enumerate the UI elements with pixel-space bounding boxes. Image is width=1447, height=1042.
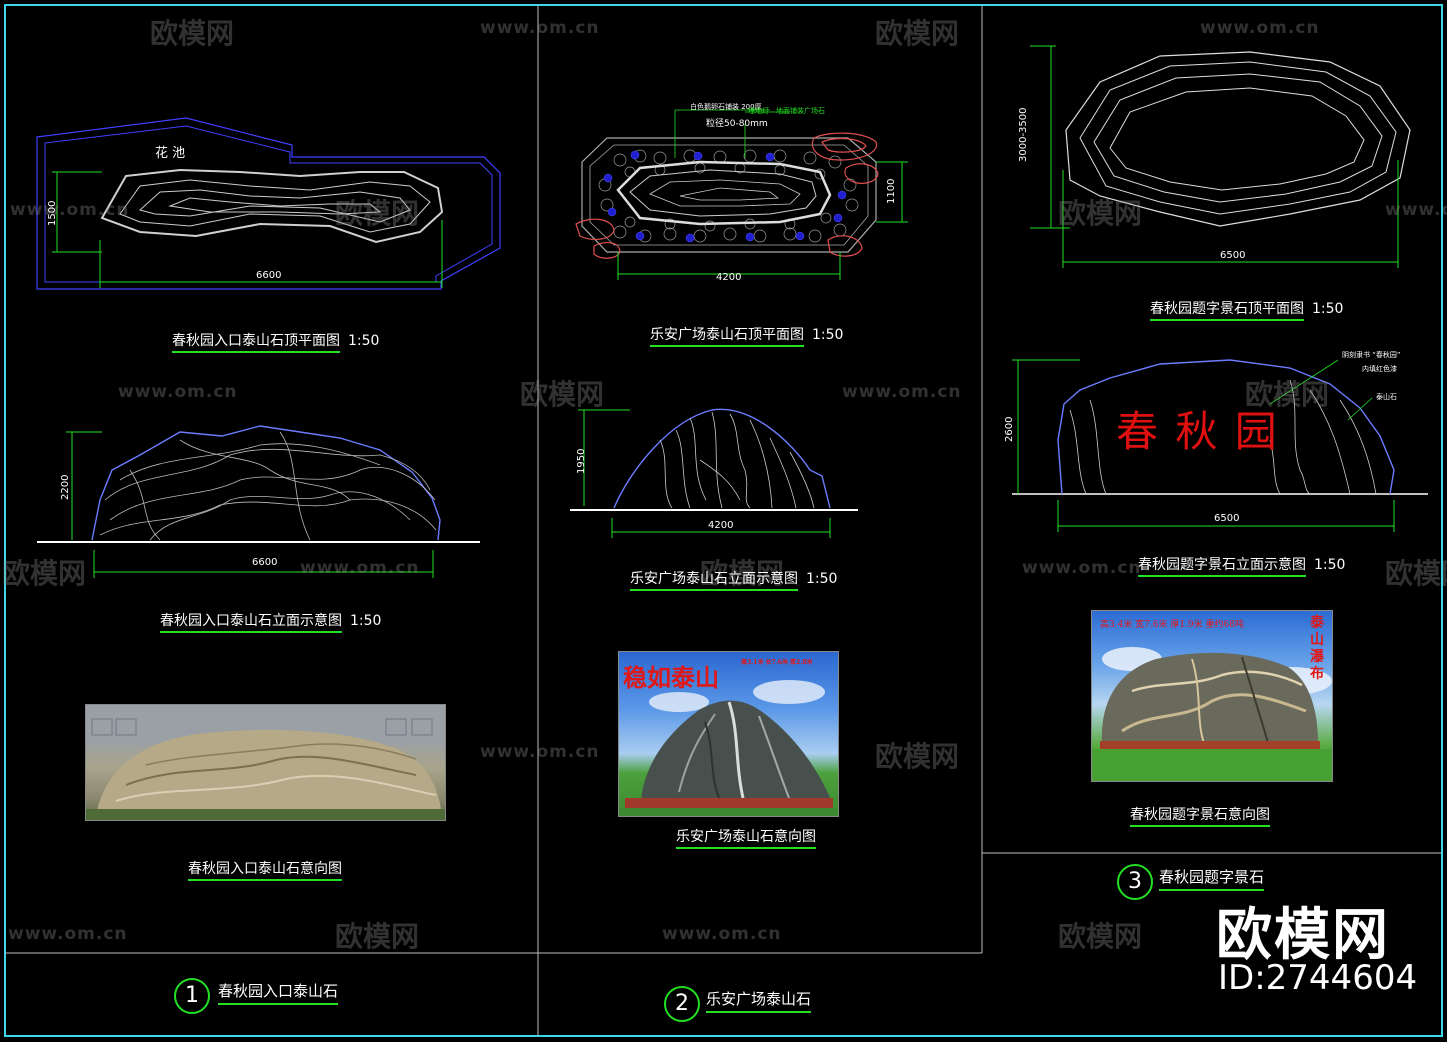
plan2-caption: 乐安广场泰山石顶平面图 1:50	[650, 324, 844, 347]
elev3-caption: 春秋园题字景石立面示意图 1:50	[1138, 554, 1346, 577]
plan2-note-paving: 地面铺装广场石	[776, 107, 825, 115]
plan-3	[1030, 45, 1411, 268]
plan2-note-size: 粒径50-80mm	[706, 119, 768, 129]
pool-label: 花 池	[155, 146, 186, 161]
elev3-dim-height: 2600	[1004, 416, 1015, 442]
elevation-3	[1012, 359, 1428, 532]
photo-1-texture	[86, 705, 445, 820]
section-1-label: 春秋园入口泰山石	[218, 980, 339, 1005]
section-2-label: 乐安广场泰山石	[706, 988, 812, 1013]
elev2-scale: 1:50	[806, 571, 838, 587]
plan3-dim-height: 3000-3500	[1018, 107, 1029, 162]
photo2-subcaption: 高3.1米 长7.6米 厚2.8米	[741, 659, 813, 666]
photo-1-rock	[85, 704, 446, 821]
photo2-caption: 稳如泰山	[623, 663, 719, 692]
photo1-caption: 春秋园入口泰山石意向图	[188, 858, 342, 881]
photo3-caption: 高3.4米 宽7.6米 厚1.9米 重约68吨	[1100, 620, 1244, 630]
photo3-title: 春秋园题字景石意向图	[1130, 807, 1270, 827]
brand-logo-text: 欧模网	[1216, 903, 1390, 968]
photo3-caption-line: 春秋园题字景石意向图	[1130, 804, 1270, 827]
photo1-title: 春秋园入口泰山石意向图	[188, 861, 342, 881]
photo-3-scene	[1092, 647, 1332, 781]
plan1-caption: 春秋园入口泰山石顶平面图 1:50	[172, 330, 380, 353]
plan3-scale: 1:50	[1312, 301, 1344, 317]
brand-id: ID:2744604	[1218, 958, 1418, 998]
elev3-note-stone: 泰山石	[1376, 393, 1397, 401]
elev3-dim-width: 6500	[1214, 513, 1240, 524]
plan1-title: 春秋园入口泰山石顶平面图	[172, 333, 340, 353]
sheet-border	[4, 4, 1443, 1037]
elev3-note-inscription: 阴刻隶书 “春秋园”	[1342, 351, 1401, 359]
plan1-dim-height: 1500	[47, 200, 58, 226]
photo-2-scene	[619, 680, 838, 816]
photo-3-rock: 高3.4米 宽7.6米 厚1.9米 重约68吨 泰山瀑布	[1091, 610, 1333, 782]
section-3-number: 3	[1117, 864, 1153, 900]
plan3-dim-width: 6500	[1220, 250, 1246, 261]
elev2-title: 乐安广场泰山石立面示意图	[630, 571, 798, 591]
elev1-title: 春秋园入口泰山石立面示意图	[160, 613, 342, 633]
plan2-scale: 1:50	[812, 327, 844, 343]
elev2-dim-height: 1950	[576, 448, 587, 474]
elev3-note-paint: 内填红色漆	[1362, 365, 1397, 373]
photo-2-rock: 稳如泰山 高3.1米 长7.6米 厚2.8米	[618, 651, 839, 817]
elev1-dim-height: 2200	[60, 474, 71, 500]
elev2-caption: 乐安广场泰山石立面示意图 1:50	[630, 568, 838, 591]
elevation-1	[37, 425, 480, 578]
plan2-note-light: 埋地灯	[748, 107, 769, 115]
plan-1	[36, 117, 501, 290]
section-1-number: 1	[174, 978, 210, 1014]
elev1-caption: 春秋园入口泰山石立面示意图 1:50	[160, 610, 382, 633]
elev3-title: 春秋园题字景石立面示意图	[1138, 557, 1306, 577]
elevation-2	[570, 408, 858, 538]
plan2-dim-width: 4200	[716, 272, 742, 283]
section-2-number: 2	[664, 986, 700, 1022]
plan2-title: 乐安广场泰山石顶平面图	[650, 327, 804, 347]
plan3-title: 春秋园题字景石顶平面图	[1150, 301, 1304, 321]
section-3-label: 春秋园题字景石	[1159, 866, 1265, 891]
elev3-scale: 1:50	[1314, 557, 1346, 573]
plan2-note-pebble: 白色鹅卵石铺装 200厚	[690, 103, 762, 111]
plan-2	[575, 109, 908, 280]
elev3-inscription: 春 秋 园	[1116, 407, 1279, 456]
photo2-title: 乐安广场泰山石意向图	[676, 829, 816, 849]
plan3-caption: 春秋园题字景石顶平面图 1:50	[1150, 298, 1344, 321]
elev1-dim-width: 6600	[252, 557, 278, 568]
plan1-scale: 1:50	[348, 333, 380, 349]
plan1-dim-width: 6600	[256, 270, 282, 281]
photo2-caption-line: 乐安广场泰山石意向图	[676, 826, 816, 849]
photo3-vertical-caption: 泰山瀑布	[1310, 615, 1324, 682]
elev2-dim-width: 4200	[708, 520, 734, 531]
plan2-dim-height: 1100	[886, 178, 897, 204]
elev1-scale: 1:50	[350, 613, 382, 629]
